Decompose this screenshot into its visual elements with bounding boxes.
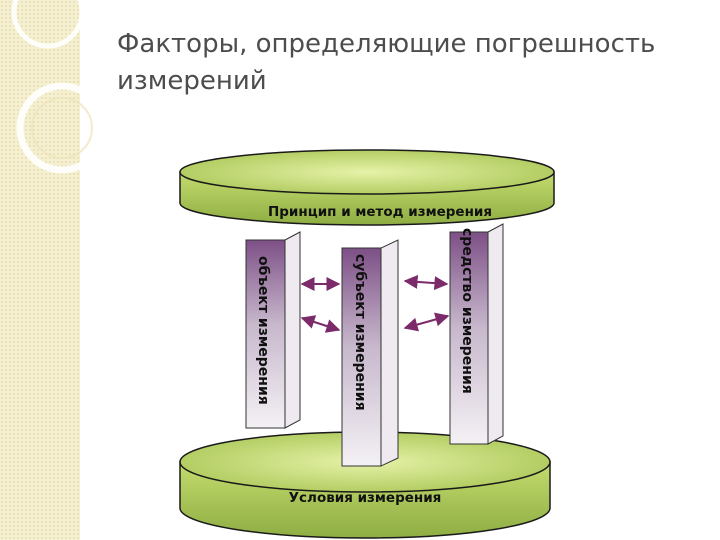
bottom-disk: Условия измерения [179,431,551,539]
pillar-object-label: объект измерения [255,256,271,405]
slide-title: Факторы, определяющие погрешность измере… [117,29,656,96]
pillar-instrument-label: средство измерения [459,228,475,394]
bottom-disk-label: Условия измерения [289,490,442,506]
pillar-subject-label: субъект измерения [352,254,368,411]
decorative-rings [11,0,108,174]
pillar-object: объект измерения [245,231,301,429]
pillar-subject: субъект измерения [341,239,399,467]
top-disk-label: Принцип и метод измерения [268,204,492,220]
top-disk: Принцип и метод измерения [179,149,555,226]
pillar-instrument: средство измерения [449,223,504,445]
relation-arrows [300,274,450,333]
